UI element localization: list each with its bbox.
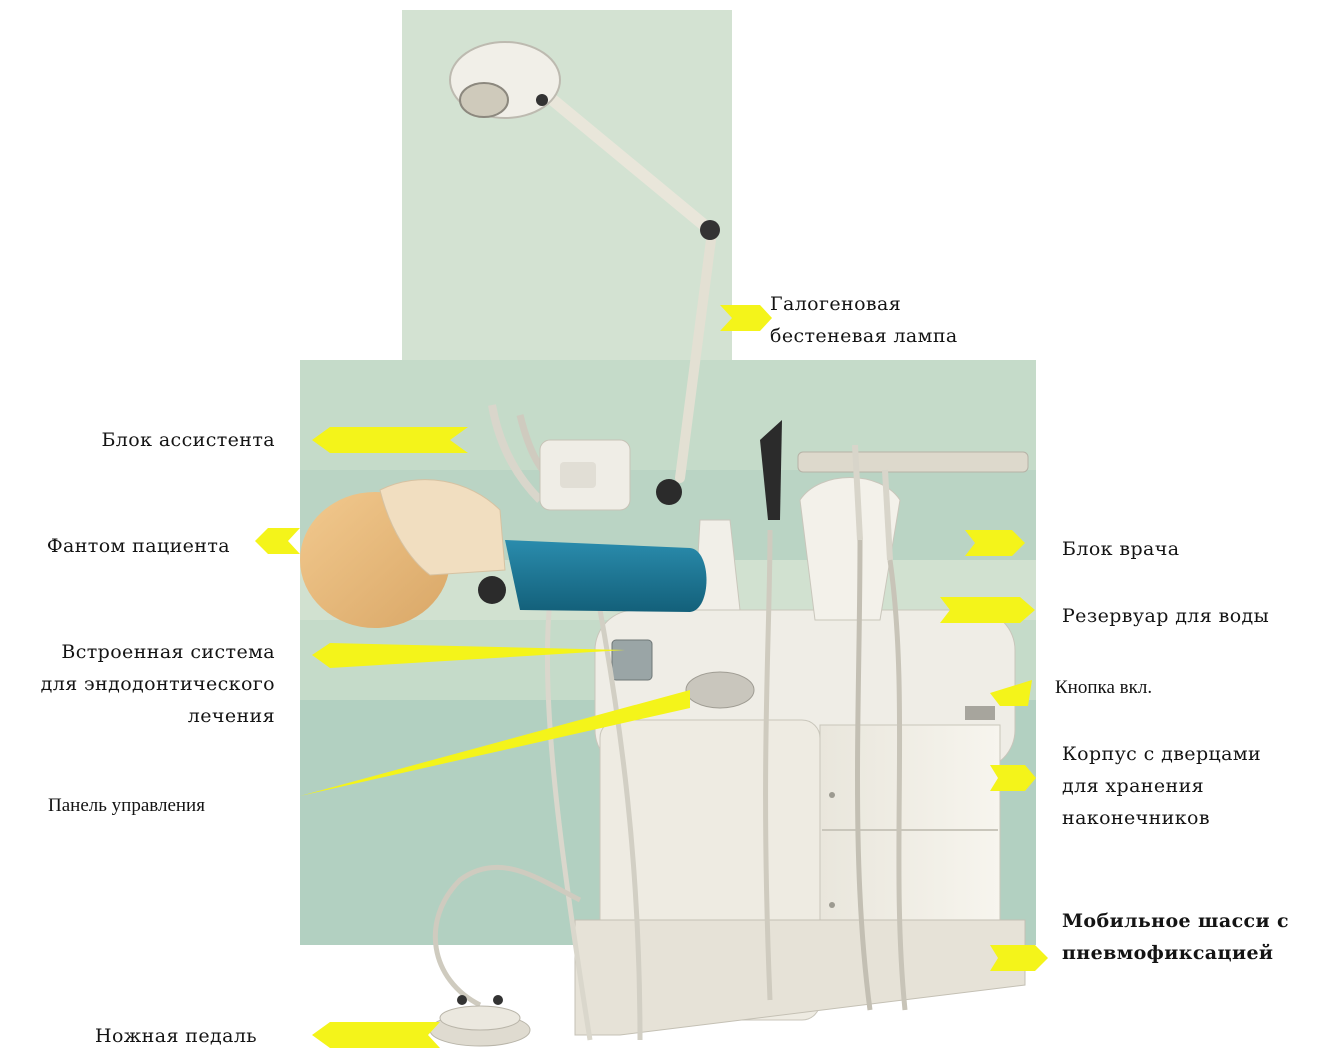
yellow-arrow-icon (990, 945, 1048, 971)
label-control-panel: Панель управления (48, 790, 205, 822)
label-halogen-lamp: Галогеновая бестеневая лампа (770, 288, 958, 352)
yellow-arrow-icon (312, 427, 468, 453)
label-patient-phantom: Фантом пациента (47, 530, 230, 562)
label-endo-system: Встроенная система для эндодонтического … (41, 636, 275, 732)
yellow-arrow-icon (255, 528, 300, 554)
label-assistant-block: Блок ассистента (101, 424, 275, 456)
label-doctor-block: Блок врача (1062, 533, 1179, 565)
yellow-arrow-icon (312, 1022, 440, 1048)
label-mobile-chassis: Мобильное шасси с пневмофиксацией (1062, 905, 1289, 969)
label-water-reservoir: Резервуар для воды (1062, 600, 1269, 632)
yellow-arrow-icon (940, 597, 1035, 623)
label-foot-pedal: Ножная педаль (95, 1020, 257, 1052)
label-power-button: Кнопка вкл. (1055, 672, 1152, 704)
label-cabinet: Корпус с дверцами для хранения наконечни… (1062, 738, 1261, 834)
